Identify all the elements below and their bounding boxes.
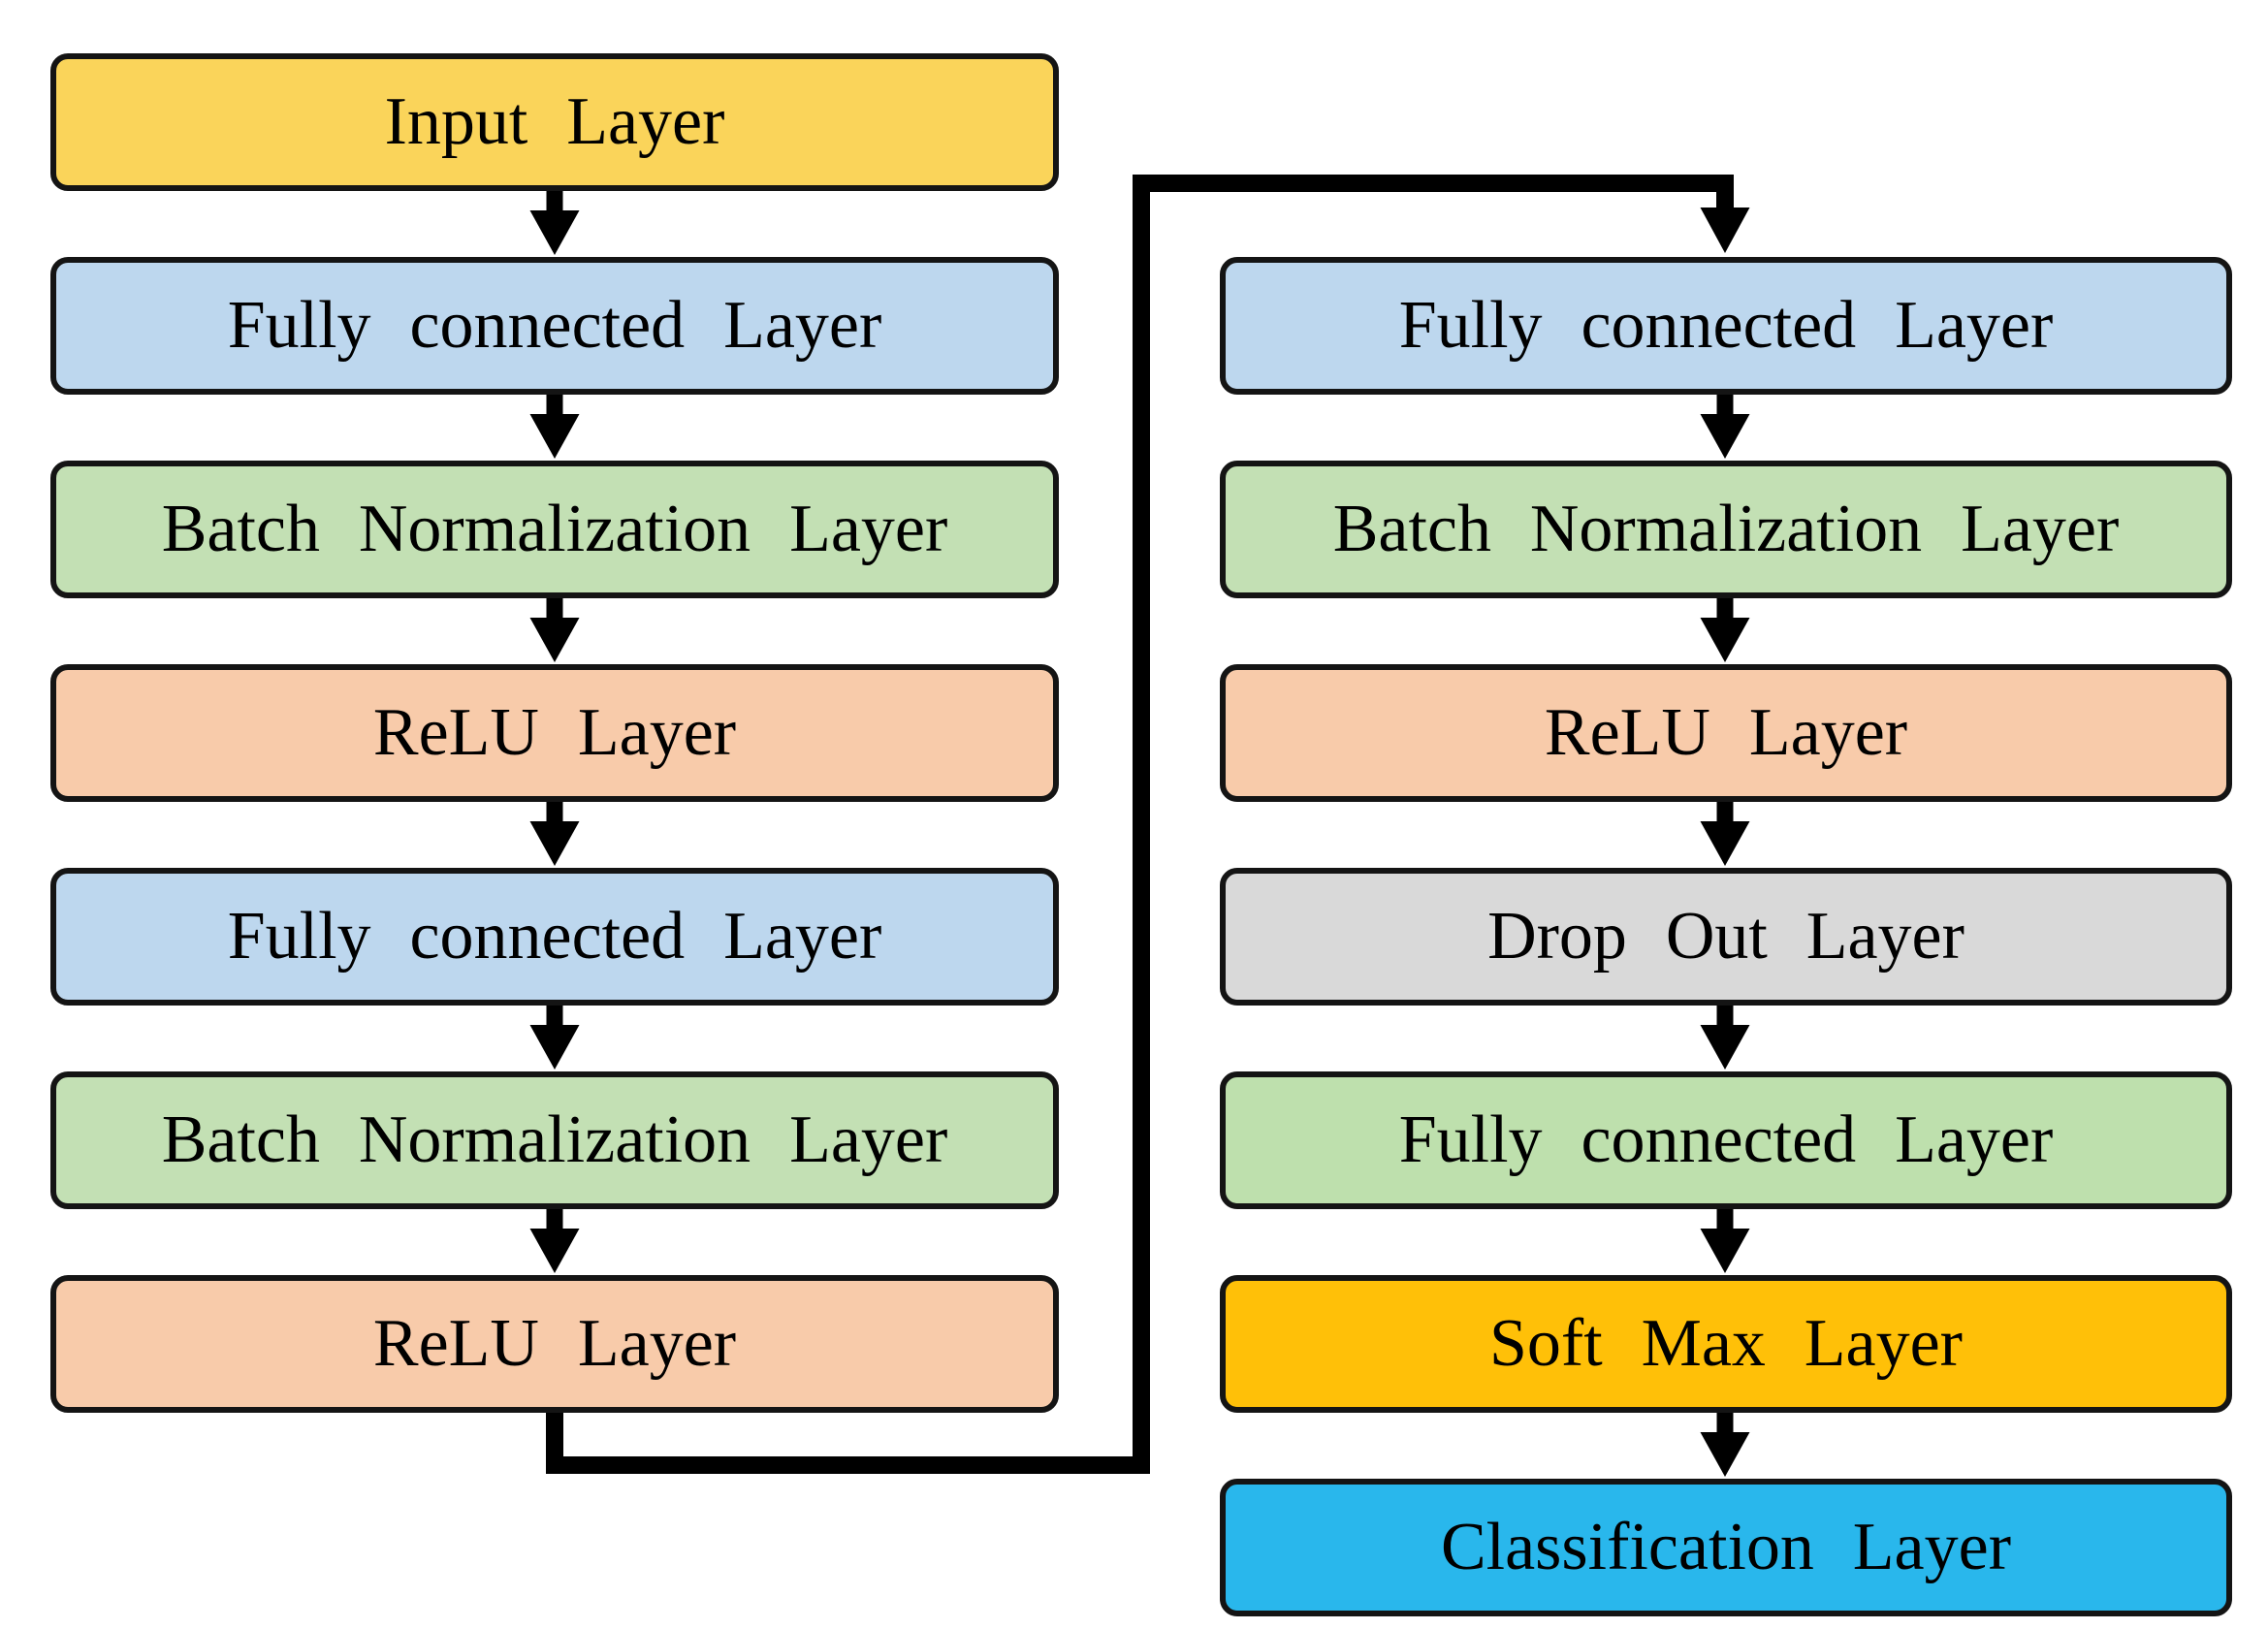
node-fully-connected-left-1: Fully connected Layer xyxy=(50,257,1059,395)
arrowhead xyxy=(1700,208,1750,253)
node-batch-normalization-left-1: Batch Normalization Layer xyxy=(50,461,1059,598)
node-relu-right-1: ReLU Layer xyxy=(1220,664,2232,802)
flow-arrow-right-4 xyxy=(1700,1006,1750,1070)
flow-arrow-left-3 xyxy=(529,598,580,662)
flow-arrow-right-5 xyxy=(1700,1209,1750,1273)
flow-arrow-left-5 xyxy=(529,1006,580,1070)
flow-arrow-right-3 xyxy=(1700,802,1750,866)
flow-arrow-left-1 xyxy=(529,191,580,255)
node-input-layer: Input Layer xyxy=(50,53,1059,191)
flow-arrow-right-2 xyxy=(1700,598,1750,662)
node-batch-normalization-left-2: Batch Normalization Layer xyxy=(50,1071,1059,1209)
flow-arrow-left-6 xyxy=(529,1209,580,1273)
flow-arrow-right-6 xyxy=(1700,1413,1750,1477)
column-bridge-connector xyxy=(546,175,1750,1474)
node-relu-left-1: ReLU Layer xyxy=(50,664,1059,802)
node-fully-connected-left-2: Fully connected Layer xyxy=(50,868,1059,1006)
node-relu-left-2: ReLU Layer xyxy=(50,1275,1059,1413)
node-batch-normalization-right-1: Batch Normalization Layer xyxy=(1220,461,2232,598)
node-fully-connected-right-1: Fully connected Layer xyxy=(1220,257,2232,395)
node-fully-connected-right-2: Fully connected Layer xyxy=(1220,1071,2232,1209)
flow-arrow-left-2 xyxy=(529,395,580,459)
node-drop-out-layer: Drop Out Layer xyxy=(1220,868,2232,1006)
node-classification-layer: Classification Layer xyxy=(1220,1479,2232,1616)
node-soft-max-layer: Soft Max Layer xyxy=(1220,1275,2232,1413)
flow-arrow-right-1 xyxy=(1700,395,1750,459)
flow-arrow-left-4 xyxy=(529,802,580,866)
